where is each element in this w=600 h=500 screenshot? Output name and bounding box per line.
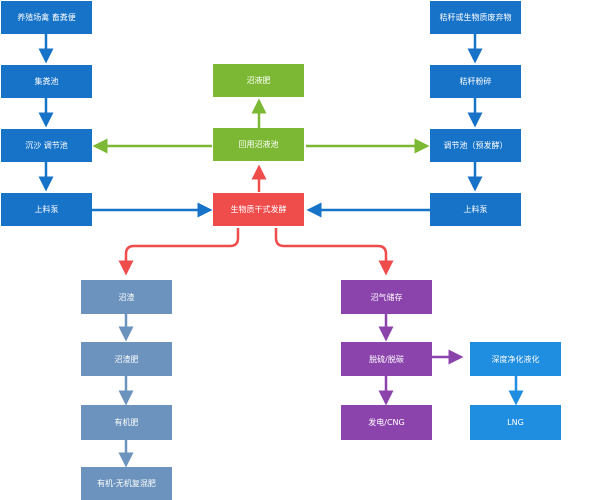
settling-tank-left-label: 沉沙 调节池 [25,141,68,150]
manure-source-box: 养殖场禽 畜粪便 [1,1,92,34]
lng-label: LNG [507,418,524,427]
desulfurize-box: 脱硫/脱碳 [341,342,432,376]
adjust-tank-right-label: 调节池（预发酵） [443,141,508,150]
compound-fertilizer-label: 有机-无机复混肥 [97,479,156,488]
arrow-core-to-residue [118,228,240,276]
residue-label: 沼渣 [118,292,135,302]
residue-box: 沼渣 [81,280,172,314]
deep-purify-label: 深度净化液化 [491,354,540,364]
deep-purify-box: 深度净化液化 [470,342,561,376]
feed-pump-right-label: 上料泵 [463,205,488,214]
dry-fermentation-box: 生物质干式发酵 [213,193,304,226]
biogas-storage-box: 沼气储存 [341,280,432,314]
desulfurize-label: 脱硫/脱碳 [369,354,404,364]
power-cng-label: 发电/CNG [368,418,405,427]
organic-fertilizer-label: 有机肥 [114,418,139,427]
power-cng-box: 发电/CNG [341,405,432,440]
organic-fertilizer-box: 有机肥 [81,405,172,440]
manure-pit-box: 集粪池 [1,65,92,98]
straw-crush-label: 秸秆粉碎 [459,77,492,86]
recycle-pool-label: 回用沼液池 [238,140,279,149]
settling-tank-left-box: 沉沙 调节池 [1,129,92,162]
arrow-core-to-gas [274,228,394,276]
liquid-fertilizer-box: 沼液肥 [213,64,304,97]
manure-source-label: 养殖场禽 畜粪便 [17,13,76,22]
compound-fertilizer-box: 有机-无机复混肥 [81,467,172,500]
residue-fertilizer-label: 沼渣肥 [114,354,139,364]
feed-pump-left-box: 上料泵 [1,193,92,226]
feed-pump-left-label: 上料泵 [34,205,59,214]
straw-crush-box: 秸秆粉碎 [430,65,521,98]
manure-pit-label: 集粪池 [34,77,59,86]
lng-box: LNG [470,405,561,440]
biogas-storage-label: 沼气储存 [370,292,403,302]
straw-source-box: 秸秆或生物质废弃物 [430,1,521,34]
dry-fermentation-label: 生物质干式发酵 [230,205,287,214]
recycle-pool-box: 回用沼液池 [213,128,304,161]
straw-source-label: 秸秆或生物质废弃物 [439,13,512,22]
liquid-fertilizer-label: 沼液肥 [246,76,271,85]
adjust-tank-right-box: 调节池（预发酵） [430,129,521,162]
feed-pump-right-box: 上料泵 [430,193,521,226]
residue-fertilizer-box: 沼渣肥 [81,342,172,376]
